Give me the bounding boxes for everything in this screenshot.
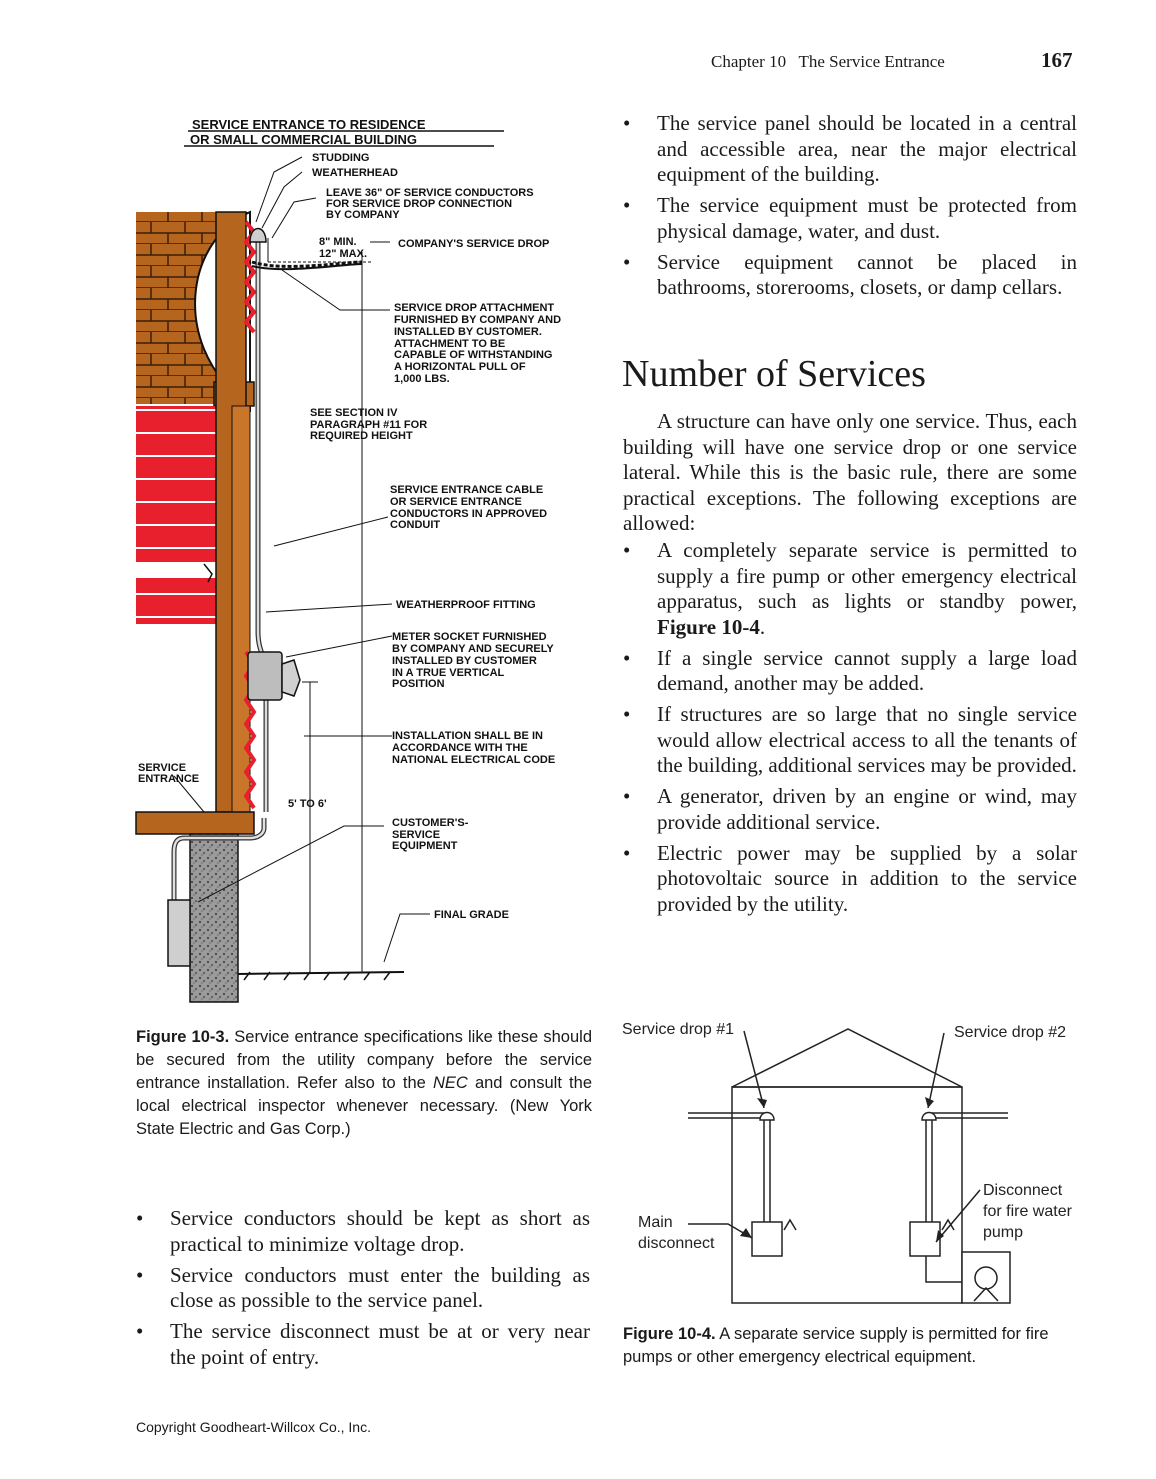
building-outline [731,1086,963,1304]
list-item: Service conductors should be kept as sho… [136,1206,590,1257]
label-attach-4: ATTACHMENT TO BE [394,338,505,350]
building-roof [731,1028,963,1088]
fig103-title-1: SERVICE ENTRANCE TO RESIDENCE [192,117,426,132]
label-attach-5: CAPABLE OF WITHSTANDING [394,349,552,361]
label-max: 12" MAX. [319,248,367,260]
list-item: The service panel should be located in a… [623,111,1077,188]
weatherhead-icon [249,227,267,243]
meter-socket [247,651,283,701]
label-weatherproof: WEATHERPROOF FITTING [396,599,536,611]
copyright-footer: Copyright Goodheart-Willcox Co., Inc. [136,1419,371,1435]
label-weatherhead: WEATHERHEAD [312,167,398,179]
bullet-list-top: The service panel should be located in a… [623,111,1077,306]
label-service-drop-1: Service drop #1 [622,1021,734,1038]
label-leave-1: LEAVE 36" OF SERVICE CONDUCTORS [326,187,534,199]
caption-nec: NEC [432,1074,468,1092]
list-item-end: . [759,614,766,639]
label-height: 5' TO 6' [288,798,327,810]
customer-service-panel [167,899,191,967]
label-service-drop-2: Service drop #2 [954,1024,1066,1041]
label-meter-4: IN A TRUE VERTICAL [392,667,505,679]
caption-text-a: Service entrance specifications like the… [136,1028,592,1092]
list-item: The service disconnect must be at or ver… [136,1319,590,1370]
final-grade-line [237,971,405,975]
page-number: 167 [1041,48,1073,72]
caption-label: Figure 10-3. [136,1028,230,1046]
caption-text-b: and consult the local electrical inspect… [136,1074,592,1138]
figure-10-3-illustration: SERVICE ENTRANCE TO RESIDENCE OR SMALL C… [135,117,561,1003]
figure-reference-link: Figure 10-4 [657,614,760,639]
label-meter-2: BY COMPANY AND SECURELY [392,643,554,655]
figure-10-4-diagram: Service drop #1 Service drop #2 Main dis… [622,1021,1073,1304]
label-attach-1: SERVICE DROP ATTACHMENT [394,302,554,314]
caption-label: Figure 10-4. [623,1325,716,1343]
label-see-2: PARAGRAPH #11 FOR [310,419,427,431]
main-disconnect-box [751,1221,783,1257]
label-service-2: ENTRANCE [138,773,199,785]
list-item: A generator, driven by an engine or wind… [623,784,1077,835]
figure-10-4-caption: Figure 10-4. A separate service supply i… [623,1323,1081,1369]
list-item: If structures are so large that no singl… [623,702,1077,779]
label-install-1: INSTALLATION SHALL BE IN [392,730,543,742]
body-paragraph: A structure can have only one service. T… [623,409,1077,535]
label-meter-1: METER SOCKET FURNISHED [392,631,547,643]
siding-lower [136,578,216,624]
bullet-list-bottom: Service conductors should be kept as sho… [136,1206,590,1376]
label-min: 8" MIN. [319,236,357,248]
label-company-drop: COMPANY'S SERVICE DROP [398,238,549,250]
foundation [189,833,239,1003]
list-item: The service equipment must be protected … [623,193,1077,244]
list-item: Service conductors must enter the buildi… [136,1263,590,1314]
label-attach-3: INSTALLED BY CUSTOMER. [394,326,542,338]
label-attach-2: FURNISHED BY COMPANY AND [394,314,561,326]
label-main-2: disconnect [638,1235,715,1252]
label-service-1: SERVICE [138,762,186,774]
fire-pump-icon [974,1266,998,1290]
list-item: If a single service cannot supply a larg… [623,646,1077,697]
label-disconnect-2: for fire water [983,1203,1073,1220]
caption-text: A separate service supply is permitted f… [623,1325,1049,1366]
label-see-3: REQUIRED HEIGHT [310,430,413,442]
fig103-title-2: OR SMALL COMMERCIAL BUILDING [190,132,417,147]
label-cable-3: CONDUCTORS IN APPROVED [390,508,547,520]
chapter-header: Chapter 10 The Service Entrance [711,52,945,71]
label-leave-2: FOR SERVICE DROP CONNECTION [326,198,512,210]
label-leave-3: BY COMPANY [326,209,400,221]
label-cable-2: OR SERVICE ENTRANCE [390,496,522,508]
label-cable-4: CONDUIT [390,519,440,531]
label-final-grade: FINAL GRADE [434,909,509,921]
label-cust-3: EQUIPMENT [392,840,458,852]
list-item: A completely separate service is permitt… [623,538,1077,640]
label-main-1: Main [638,1214,673,1231]
label-studding: STUDDING [312,152,369,164]
label-install-3: NATIONAL ELECTRICAL CODE [392,754,555,766]
label-meter-5: POSITION [392,678,445,690]
label-disconnect-1: Disconnect [983,1182,1063,1199]
label-disconnect-3: pump [983,1224,1023,1241]
figure-10-3-caption: Figure 10-3. Service entrance specificat… [136,1026,592,1141]
label-install-2: ACCORDANCE WITH THE [392,742,528,754]
label-meter-3: INSTALLED BY CUSTOMER [392,655,537,667]
label-cust-2: SERVICE [392,829,440,841]
label-cust-1: CUSTOMER'S- [392,817,469,829]
bullet-list-exceptions: A completely separate service is permitt… [623,538,1077,923]
list-item: Service equipment cannot be placed in ba… [623,250,1077,301]
fire-pump-disconnect-box [909,1221,941,1257]
label-attach-6: A HORIZONTAL PULL OF [394,361,526,373]
label-cable-1: SERVICE ENTRANCE CABLE [390,484,543,496]
list-item: Electric power may be supplied by a sola… [623,841,1077,918]
label-see-1: SEE SECTION IV [310,407,398,419]
section-heading: Number of Services [622,353,926,395]
label-attach-7: 1,000 LBS. [394,373,450,385]
list-item-text: A completely separate service is permitt… [657,538,1077,613]
